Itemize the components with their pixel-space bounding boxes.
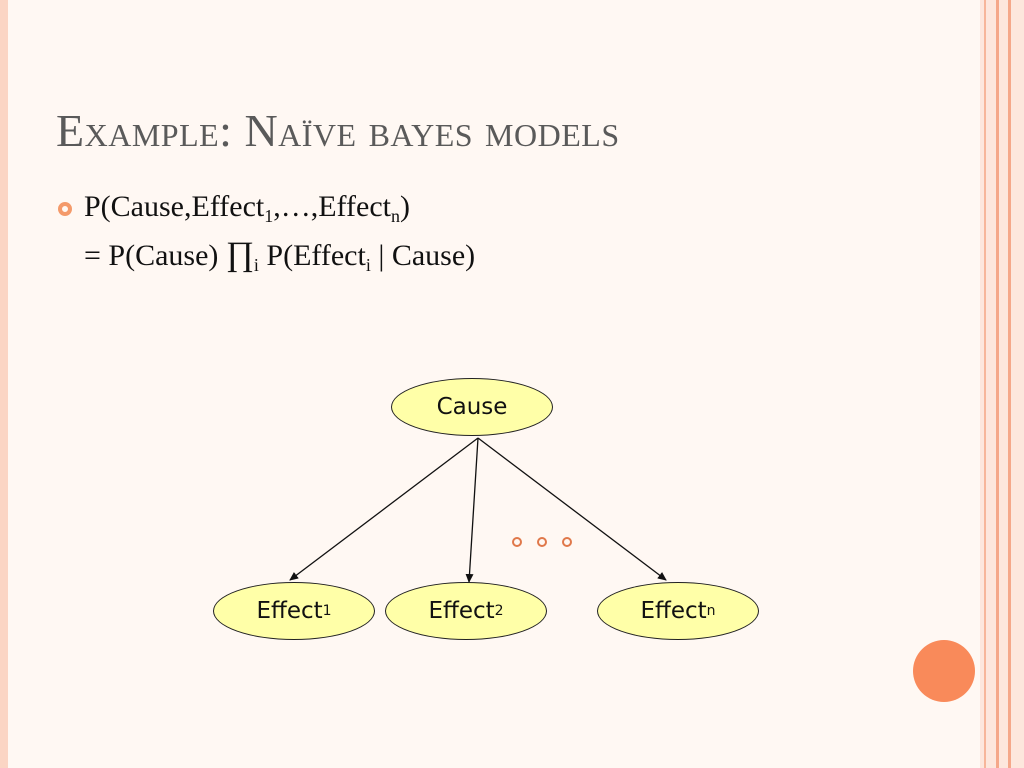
formula-subscript: n [390, 206, 400, 226]
node-label: Cause [436, 394, 508, 420]
formula-text: = P(Cause) [84, 239, 226, 272]
formula-subscript: i [365, 255, 371, 275]
formula-text: ,…,Effect [273, 190, 391, 223]
ellipsis-dot [562, 537, 572, 547]
slide-title: Example: Naïve bayes models [56, 105, 620, 156]
node-label: Effect [256, 598, 323, 624]
decorative-circle [913, 640, 975, 702]
ellipsis-dot [537, 537, 547, 547]
right-border-stripes [980, 0, 1024, 768]
node-label: Effect [428, 598, 495, 624]
node-subscript: 2 [494, 603, 504, 619]
formula-line-1: P(Cause,Effect1,…,Effectn) [84, 190, 410, 227]
formula-text: P(Cause,Effect [84, 190, 265, 223]
node-label: Effect [640, 598, 707, 624]
formula-subscript: i [253, 255, 259, 275]
ellipsis-dot [512, 537, 522, 547]
node-subscript: 1 [322, 603, 332, 619]
node-cause: Cause [391, 378, 553, 436]
edge-cause-effect2 [465, 437, 479, 583]
bullet-ring-icon [58, 202, 72, 216]
node-subscript: n [706, 603, 716, 619]
formula-text: P(Effect [258, 239, 366, 272]
left-border [0, 0, 8, 768]
edge-cause-effectn [477, 437, 667, 581]
formula-text: ) [399, 190, 410, 223]
product-symbol: ∏ [225, 236, 254, 273]
edge-cause-effect1 [289, 437, 479, 581]
formula-text: | Cause) [370, 239, 476, 272]
formula-line-2: = P(Cause) ∏i P(Effecti | Cause) [84, 236, 475, 276]
formula-subscript: 1 [264, 206, 274, 226]
